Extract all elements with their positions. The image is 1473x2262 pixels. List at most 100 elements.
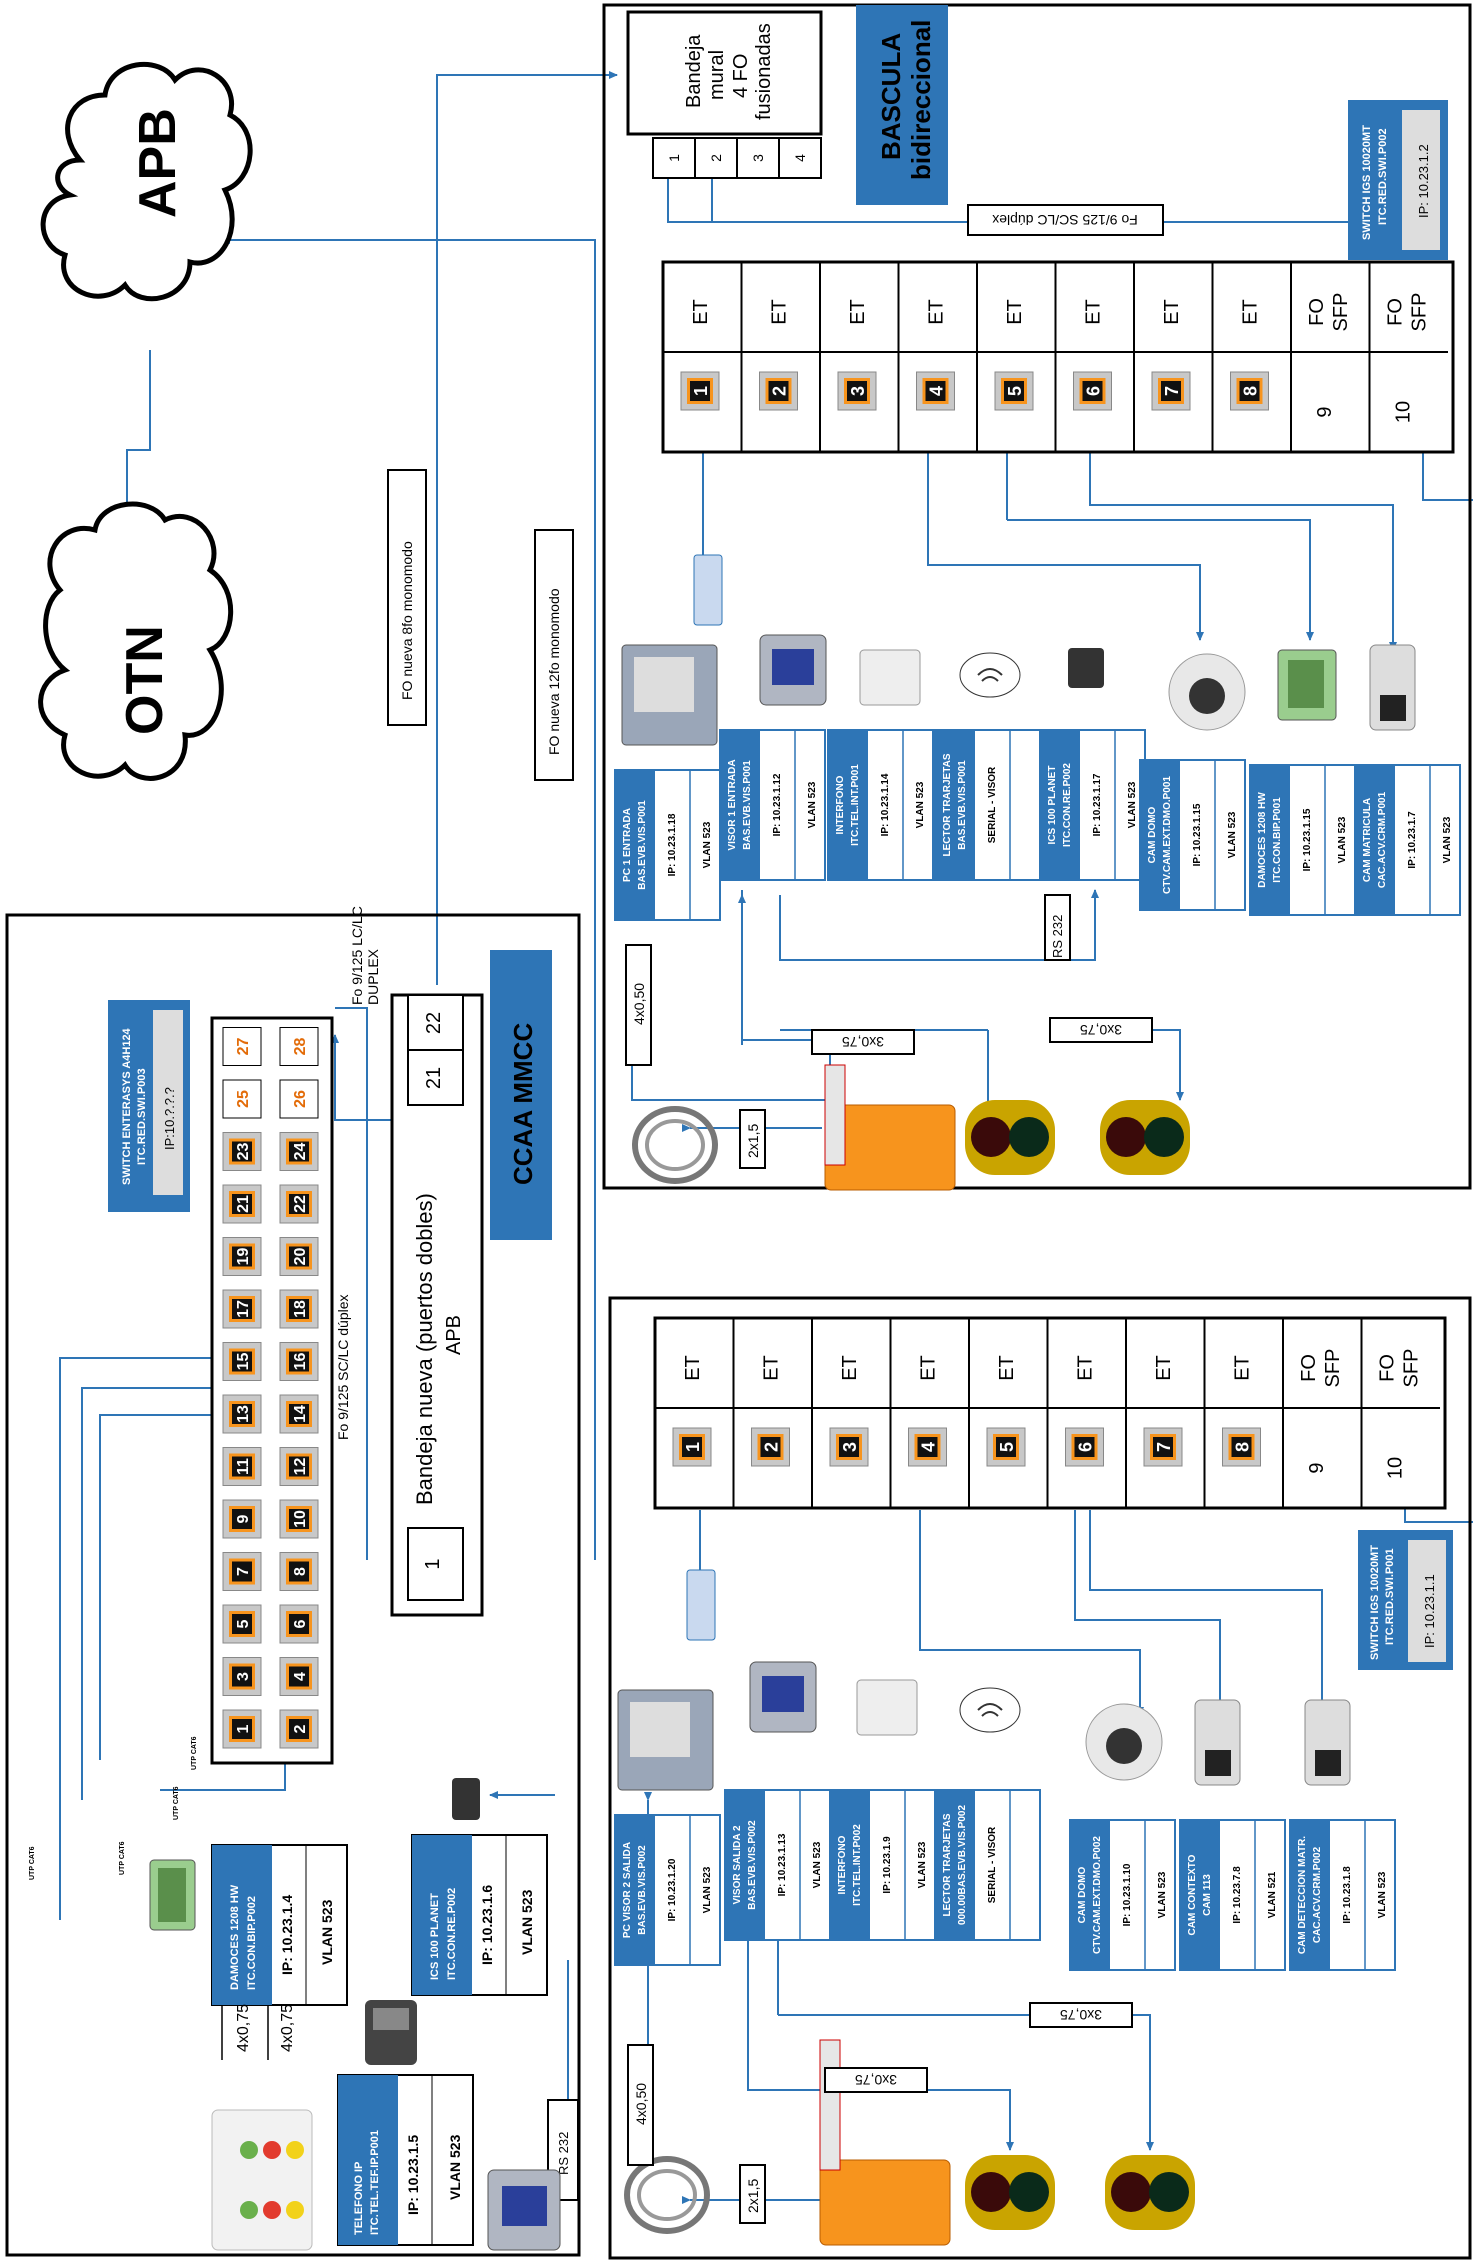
device-vlan: VLAN 523 — [1377, 1871, 1388, 1918]
device-ip: IP: 10.23.1.13 — [777, 1833, 788, 1896]
device-code: BAS.EVB.VIS.P002 — [747, 1820, 758, 1910]
device-ip: IP: 10.23.1.14 — [880, 773, 891, 836]
switch-port-label: 7 — [1154, 1442, 1174, 1452]
left-rs232: RS 232 — [556, 2132, 571, 2175]
device-vlan: VLAN 523 — [1442, 816, 1453, 863]
switch-left-sfp-port[interactable] — [279, 1079, 319, 1119]
switch-bottom-name: SWITCH IGS 10020MT — [1369, 1545, 1381, 1660]
device-code: CTV.CAM.EXT.DMO.P001 — [1162, 776, 1173, 894]
switch-port-type: ET — [690, 299, 712, 325]
ccaa-tray-port-21: 21 — [423, 1067, 445, 1089]
switch-left-port-label: 17 — [235, 1300, 252, 1318]
switch-left-port-label: 8 — [292, 1567, 309, 1576]
left-device-ics-vlan: VLAN 523 — [519, 1889, 535, 1955]
bascula-tray-port-label: 1 — [666, 154, 682, 162]
switch-port-label: 4 — [919, 1442, 939, 1452]
otn-label: OTN — [116, 625, 174, 735]
switch-port-type: ET — [1083, 299, 1105, 325]
device-header — [1290, 1820, 1330, 1970]
bottom-icon-context-camera — [1194, 1699, 1241, 1786]
switch-left-port-label: 10 — [292, 1510, 309, 1528]
switch-left-ip: IP:10.?.?.? — [162, 1087, 177, 1150]
switch-port-label: 5 — [997, 1442, 1017, 1452]
bottom-icon-interfono — [856, 1679, 918, 1736]
switch-left-port-label: 20 — [292, 1248, 309, 1266]
bascula-tray-l2: mural — [706, 50, 728, 100]
left-icon-panel — [211, 2109, 313, 2251]
left-device-damoces-vlan: VLAN 523 — [319, 1899, 335, 1965]
device-name: CAM DETECCION MATR. — [1297, 1836, 1308, 1954]
switch-port-label: 3 — [840, 1442, 860, 1452]
utp-label-1: UTP CAT6 — [29, 1846, 36, 1880]
switch-bottom-code: ITC.RED.SWI.P001 — [1384, 1548, 1396, 1645]
device-name: PC VISOR 2 SALIDA — [622, 1842, 633, 1938]
switch-port-label: 9 — [1314, 406, 1336, 417]
switch-port-type: FO — [1385, 298, 1407, 326]
device-code: ITC.TEL.INT.P002 — [852, 1824, 863, 1906]
device-name: DAMOCES 1208 HW — [1257, 792, 1268, 888]
switch-left-port-label: 14 — [292, 1405, 309, 1423]
left-device-telefono-l2: ITC.TEL.TEF.IP.P001 — [369, 2130, 381, 2235]
top-cable-3x075-a: 3x0,75 — [842, 1034, 884, 1050]
top-icon-visor — [759, 634, 827, 706]
left-cable-4x075-a: 4x0,75 — [235, 2004, 252, 2052]
switch-left-name: SWITCH ENTERASYS A4H124 — [121, 1027, 133, 1185]
fo8-box: FO nueva 8fo monomodo — [387, 469, 427, 726]
top-icon-serial-adapter — [693, 554, 723, 626]
top-icon-dome-camera — [1168, 653, 1246, 731]
switch-port-label: 1 — [691, 386, 711, 396]
device-vlan: VLAN 523 — [1127, 781, 1138, 828]
bottom-cable-2x15: 2x1,5 — [745, 2179, 761, 2213]
switch-port-type: ET — [926, 299, 948, 325]
ccaa-frame — [5, 913, 581, 2257]
switch-left-port-label: 6 — [292, 1619, 309, 1628]
device-vlan: VLAN 523 — [1227, 811, 1238, 858]
top-cable-labels: 4x0,50 3x0,75 3x0,75 2x1,5 RS 232 — [625, 894, 1153, 1169]
top-icon-light-1 — [965, 1100, 1055, 1175]
device-ip: IP: 10.23.1.15 — [1302, 808, 1313, 871]
switch-left-port-label: 4 — [292, 1672, 309, 1681]
device-header — [725, 1790, 765, 1940]
bottom-cable-3x075-b: 3x0,75 — [1060, 2007, 1102, 2023]
ccaa-tray-port-1: 1 — [422, 1558, 444, 1569]
switch-left-sfp-port[interactable] — [222, 1079, 262, 1119]
switch-left-port-label: 7 — [235, 1567, 252, 1576]
device-header — [935, 730, 975, 880]
top-icon-pc — [621, 644, 718, 746]
fo-sclc-top-label: Fo 9/125 SC/LC dúplex — [992, 212, 1138, 228]
bottom-cable-4x050: 4x0,50 — [633, 2083, 649, 2125]
switch-port-type: ET — [847, 299, 869, 325]
switch-left-code: ITC.RED.SWI.P003 — [136, 1068, 148, 1165]
utp-label-3: UTP CAT6 — [173, 1786, 180, 1820]
device-code: 000.00BAS.EVB.VIS.P002 — [957, 1805, 968, 1926]
switch-left-port-label: 13 — [235, 1405, 252, 1423]
switch-bottom-label: SWITCH IGS 10020MT ITC.RED.SWI.P001 IP: … — [1358, 1530, 1453, 1670]
top-cable-4x050: 4x0,50 — [631, 983, 647, 1025]
device-code: CAM 113 — [1202, 1874, 1213, 1916]
switch-port-label: 8 — [1233, 1442, 1253, 1452]
left-cable-4x075-b: 4x0,75 — [279, 2004, 296, 2052]
switch-left-port-label: 16 — [292, 1353, 309, 1371]
device-ip: IP: 10.23.1.9 — [882, 1836, 893, 1894]
fo12-box: FO nueva 12fo monomodo — [534, 529, 574, 781]
switch-left-sfp-port[interactable] — [222, 1027, 262, 1066]
switch-left-port-label: 26 — [292, 1090, 309, 1108]
utp-label-4: UTP CAT6 — [191, 1736, 198, 1770]
switch-left-sfp-port[interactable] — [279, 1027, 319, 1066]
switch-left-port-label: 2 — [292, 1724, 309, 1733]
left-device-ics-l2: ITC.CON.RE.P002 — [446, 1888, 458, 1980]
device-ip: IP: 10.23.1.20 — [667, 1858, 678, 1921]
left-icon-phone — [365, 2000, 417, 2065]
bascula-title: BASCULA — [876, 33, 906, 160]
switch-top-name: SWITCH IGS 10020MT — [1361, 125, 1373, 240]
device-ip: IP: 10.23.1.8 — [1342, 1866, 1353, 1924]
bascula-tray-l3: 4 FO — [730, 54, 752, 98]
device-ip: IP: 10.23.1.12 — [772, 773, 783, 836]
